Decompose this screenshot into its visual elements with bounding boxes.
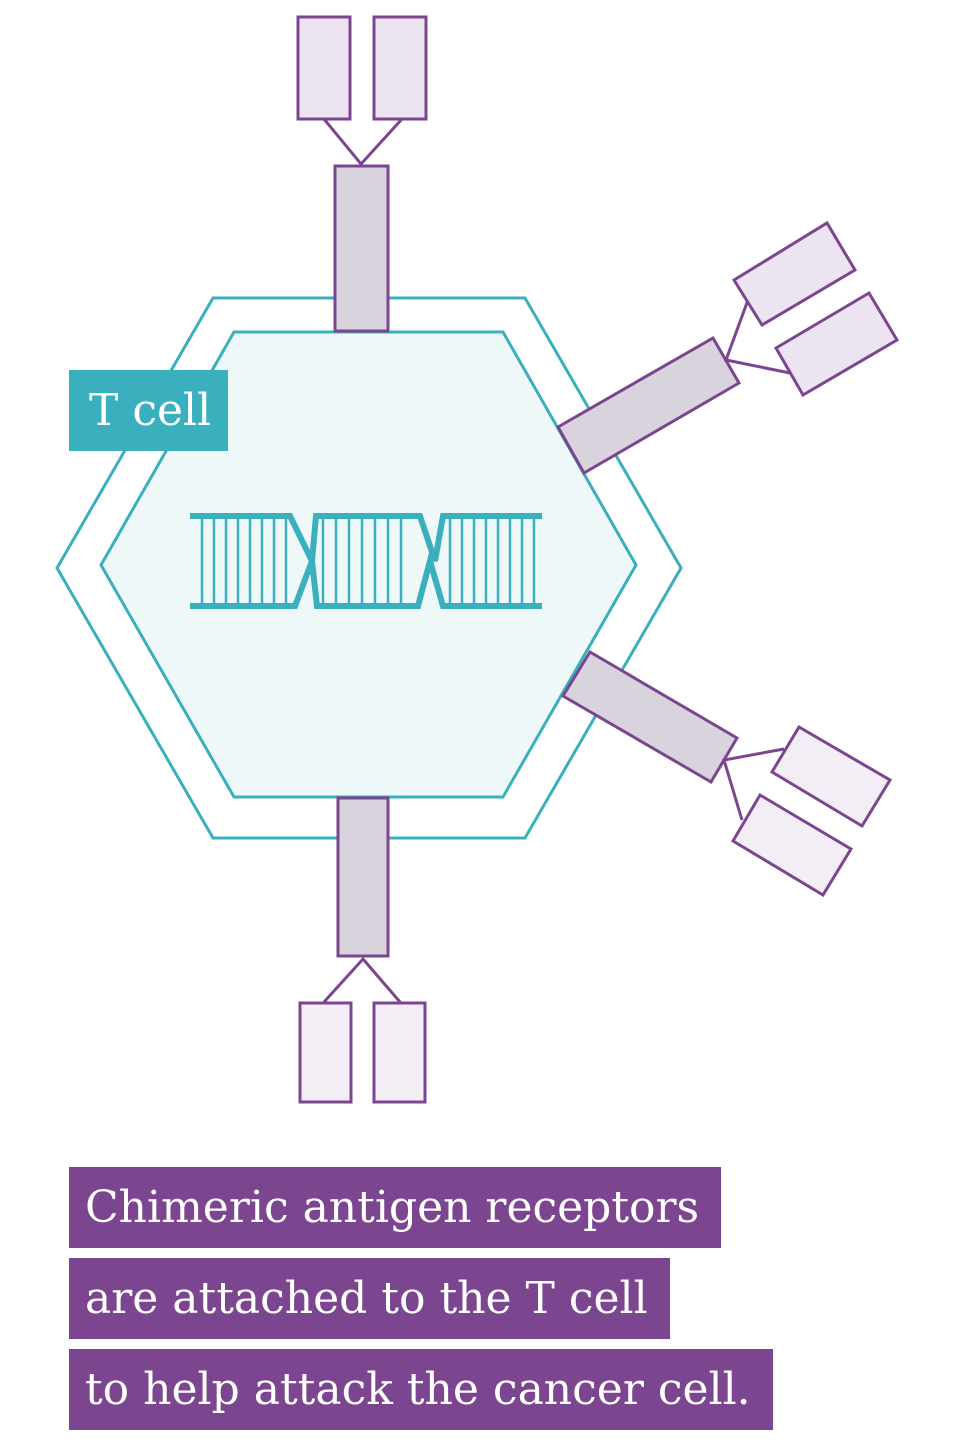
caption-line-2: are attached to the T cell <box>69 1258 670 1339</box>
receptor-antigen-domain <box>769 724 893 829</box>
receptor-stem <box>333 164 390 333</box>
receptor-antigen-domain <box>298 1001 353 1104</box>
receptor-hinge <box>723 299 791 375</box>
receptor-antigen-domain <box>730 792 854 898</box>
car-receptor-bottom <box>298 796 427 1104</box>
dna-helix-icon <box>190 513 542 609</box>
receptor-hinge <box>322 956 402 1004</box>
caption-line-1: Chimeric antigen receptors <box>69 1167 722 1248</box>
receptor-antigen-domain <box>372 1001 427 1104</box>
t-cell-label-box <box>69 370 228 451</box>
car-receptor-lower-right <box>560 649 893 898</box>
receptor-antigen-domain <box>372 15 428 121</box>
receptor-stem <box>560 649 740 785</box>
receptor-stem <box>336 796 390 958</box>
car-receptor-upper-right <box>555 220 900 476</box>
car-receptor-top <box>296 15 428 333</box>
receptor-hinge <box>322 117 404 167</box>
receptor-antigen-domain <box>296 15 352 121</box>
t-cell-label-text: T cell <box>89 385 211 436</box>
dna-strand-bottom <box>190 549 542 609</box>
receptor-antigen-domain <box>731 220 858 328</box>
caption-line-3: to help attack the cancer cell. <box>69 1349 773 1430</box>
dna-strand-top <box>190 513 542 572</box>
t-cell-label: T cell <box>69 370 228 451</box>
receptor-antigen-domain <box>773 290 900 398</box>
receptor-hinge <box>722 747 785 821</box>
receptor-stem <box>555 335 742 476</box>
t-cell-inner-body <box>99 330 638 799</box>
